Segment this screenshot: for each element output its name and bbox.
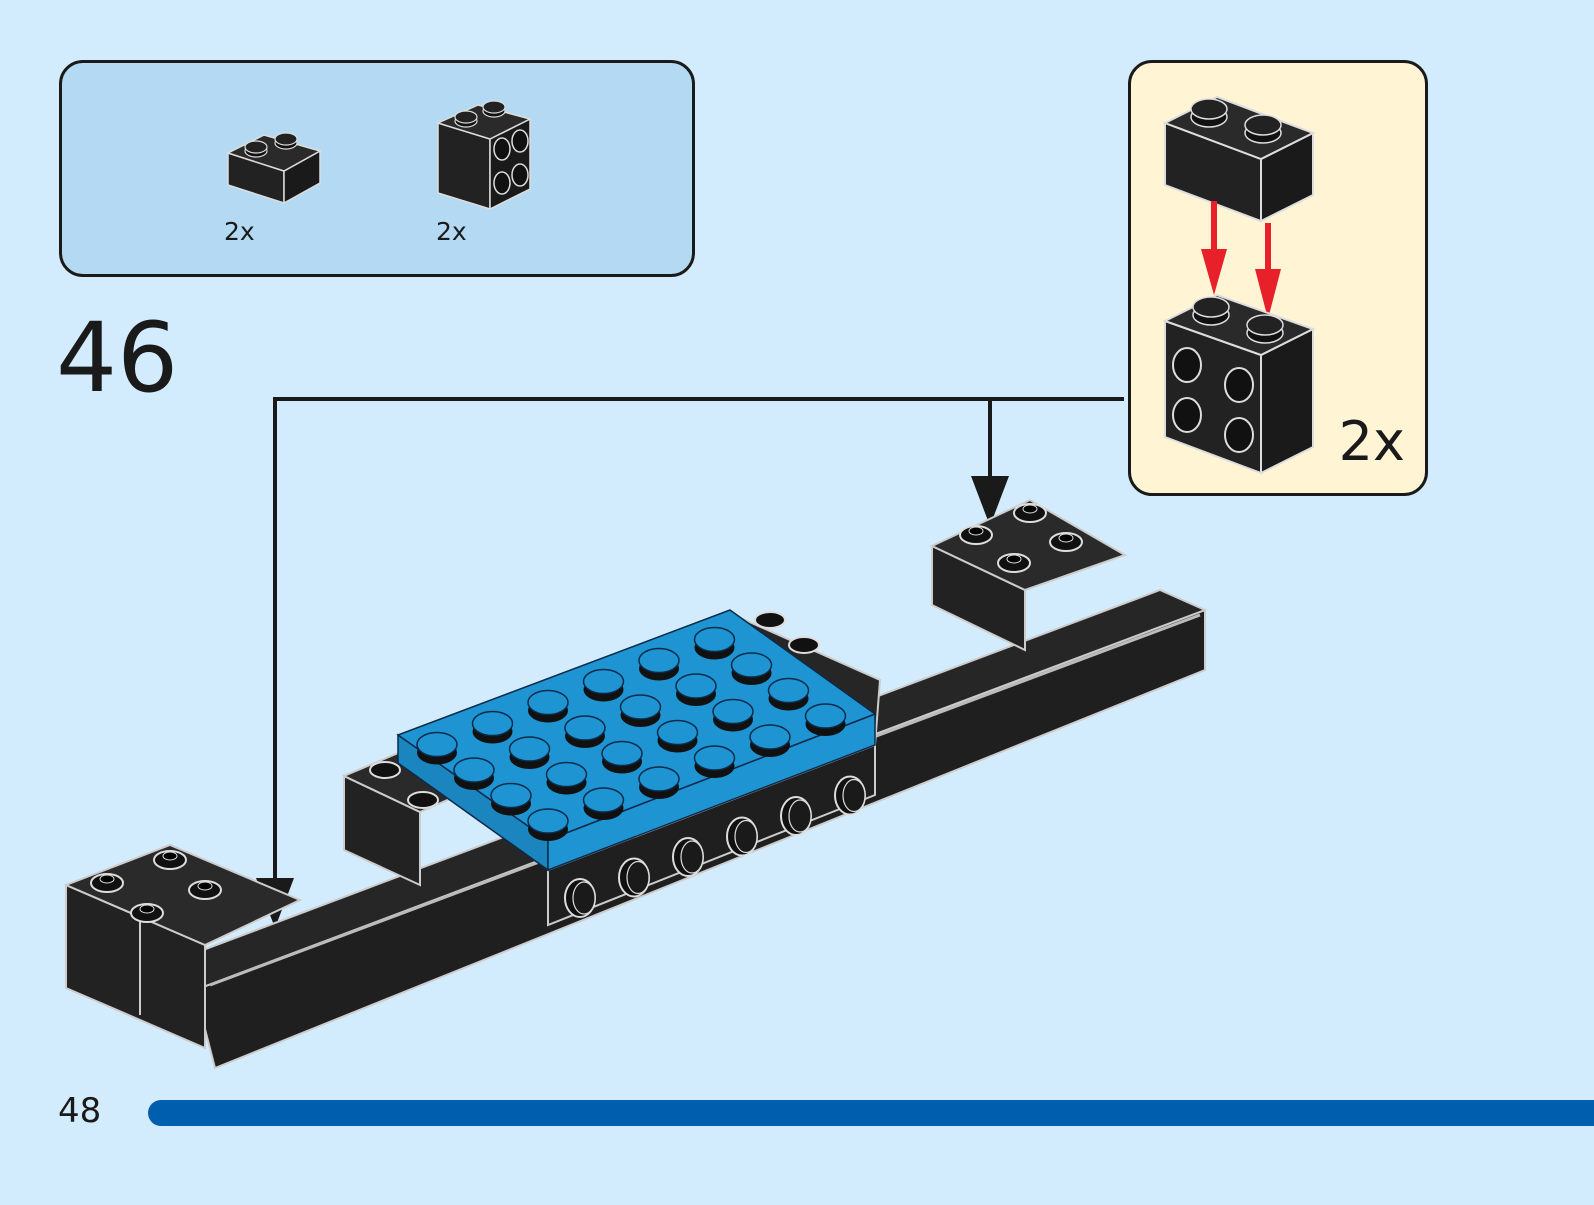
stud-icon [369,761,401,779]
brick-studs-on-side-icon [435,100,533,211]
brick-1x2-icon [226,132,322,205]
side-stud-icon [618,857,650,898]
stud-icon [564,715,606,748]
side-stud-icon [834,775,866,816]
stud-icon [130,903,164,923]
sub-assembly-illustration [1162,95,1316,475]
stud-icon [638,647,680,681]
stud-icon [416,731,458,765]
stud-icon [693,626,736,660]
brick-studs-on-side-icon [1162,293,1316,475]
stud-icon [407,791,439,809]
stud-icon [527,808,569,841]
side-stud-icon [726,816,758,857]
stud-icon [656,719,699,753]
stud-icon [754,611,786,629]
arrow-down-icon [971,476,1009,526]
stud-icon [153,850,187,870]
stud-icon [188,880,222,900]
stud-icon [582,668,625,702]
callout-line [273,397,1124,880]
stud-icon [693,745,736,778]
stud-icon [619,694,662,727]
stud-icon [712,698,754,732]
part-quantity: 2x [436,217,467,246]
stud-icon [1049,532,1083,552]
side-studs [564,775,866,918]
stud-icon [527,689,569,723]
stud-icon [959,525,993,545]
stud-icon [582,787,625,820]
side-stud-icon [780,796,812,836]
stud-icon [471,710,514,744]
stud-icon [601,740,643,774]
stud-icon [730,652,773,685]
stud-icon [997,553,1031,573]
red-arrow-icon [1201,201,1227,295]
side-stud-icon [672,837,704,877]
page-number: 48 [58,1091,102,1131]
stud-icon [90,873,124,893]
right-2x2-brick [929,498,1128,652]
stud-icon [788,636,820,654]
stud-icon [1013,503,1047,523]
stud-icon [675,673,717,706]
stud-icon [749,724,791,757]
parts-list-panel: 2x 2x [59,60,695,277]
stud-icon [508,736,551,769]
left-2x2-brick [63,843,303,1050]
page-footer-bar [148,1100,1594,1126]
step-number: 46 [56,302,179,414]
sub-assembly-callout: 2x [1128,60,1428,496]
side-stud-icon [564,878,596,918]
stud-icon [453,757,495,790]
sub-assembly-quantity: 2x [1338,410,1405,473]
stud-icon [638,766,680,799]
stud-icon [804,703,847,736]
red-arrow-icon [1255,223,1281,319]
stud-icon [490,782,532,816]
blue-plate-4x6 [396,609,877,872]
brick-1x2-icon [1162,95,1316,223]
part-quantity: 2x [224,217,255,246]
stud-icon [767,677,810,711]
stud-icon [545,761,588,795]
